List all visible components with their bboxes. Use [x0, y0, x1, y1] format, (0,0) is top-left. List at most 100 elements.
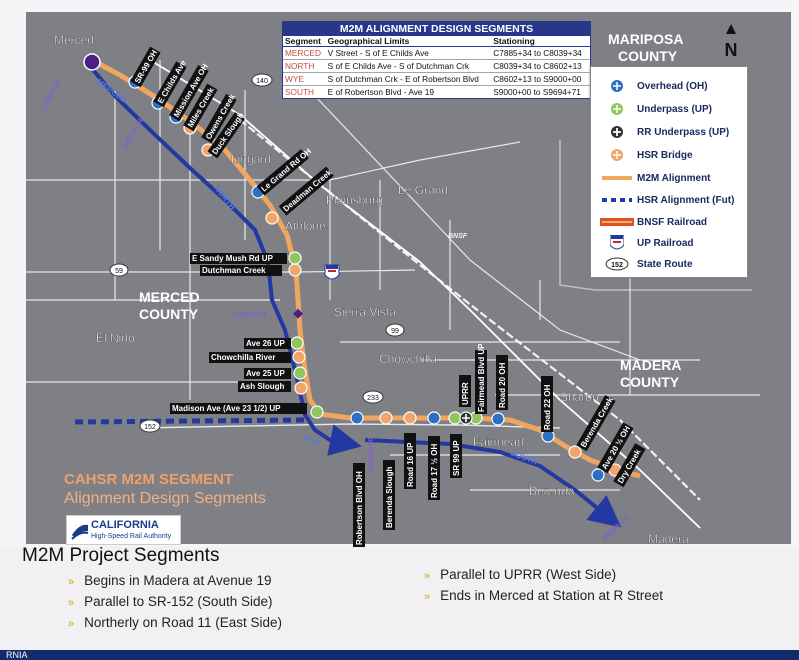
feature-ave-26-up: Ave 26 UP: [246, 339, 286, 348]
route-152-road: [139, 423, 561, 429]
route-233-label: 233: [367, 395, 379, 402]
legend-label: BNSF Railroad: [637, 216, 708, 228]
table-row: NORTH S of E Childs Ave - S of Dutchman …: [283, 59, 590, 73]
logo-bottom-text: High-Speed Rail Authority: [91, 533, 172, 540]
table-row: WYE S of Dutchman Crk - E of Robertson B…: [283, 72, 590, 86]
feature-road-16-up: Road 16 UP: [406, 442, 415, 487]
table-row: SOUTH E of Robertson Blvd - Ave 19 S9000…: [283, 85, 590, 98]
feature-road-17-half-oh: Road 17 ½ OH: [430, 444, 439, 498]
route-99-label: 99: [391, 328, 399, 335]
cahsra-logo: CALIFORNIA High-Speed Rail Authority: [66, 515, 181, 545]
feature-robertson-blvd-oh: Robertson Blvd OH: [355, 471, 364, 545]
legend-label: RR Underpass (UP): [637, 126, 730, 138]
bullet-text: Northerly on Road 11 (East Side): [84, 615, 282, 630]
county-boundary: [559, 140, 752, 291]
feature-dutchman-creek: Dutchman Creek: [202, 266, 266, 275]
table-header-limits: Geographical Limits: [325, 36, 492, 47]
legend-item: HSR Alignment (Fut): [597, 191, 734, 209]
hsr-alignment-north: [86, 62, 362, 456]
bullet-text: Parallel to SR-152 (South Side): [84, 594, 273, 609]
route-59-label: 59: [115, 268, 123, 275]
county-madera-line2: COUNTY: [620, 374, 680, 390]
table-cell-segment: WYE: [283, 72, 326, 86]
bullet-text: Parallel to UPRR (West Side): [440, 567, 617, 582]
station-s9000: S9000+00: [366, 438, 375, 472]
town-sierra-vista: Sierra Vista: [334, 305, 396, 319]
north-letter: N: [725, 40, 738, 60]
map-legend: Overhead (OH) Underpass (UP) RR Underpas…: [590, 66, 748, 278]
bullet-item: »Northerly on Road 11 (East Side): [68, 615, 282, 630]
feature-e-sandy-mush: E Sandy Mush Rd UP: [192, 254, 274, 263]
feature-ash-slough: Ash Slough: [240, 382, 285, 391]
county-madera-line1: MADERA: [620, 357, 681, 373]
bullet-item: »Begins in Madera at Avenue 19: [68, 573, 272, 588]
feature-road-20-oh: Road 20 OH: [498, 362, 507, 408]
legend-item: Underpass (UP): [597, 100, 712, 118]
rr-underpass-marker: [459, 411, 473, 425]
legend-route-badge: 152: [611, 262, 623, 269]
town-lingard: Lingard: [231, 152, 271, 166]
table-cell-limits: E of Robertson Blvd - Ave 19: [325, 85, 492, 98]
town-madera: Madera: [648, 532, 689, 546]
segment-table-grid: Segment Geographical Limits Stationing M…: [283, 36, 590, 98]
legend-item: BNSF Railroad: [597, 213, 707, 231]
footer-bar: RNIA: [0, 650, 799, 660]
up-shield-icon: [610, 235, 624, 250]
legend-label: HSR Bridge: [637, 149, 693, 161]
feature-ave-25-up: Ave 25 UP: [246, 369, 286, 378]
table-cell-limits: V Street - S of E Childs Ave: [325, 46, 492, 60]
route-140-label: 140: [256, 78, 268, 85]
train-logo-icon: [71, 524, 89, 540]
hsr-bridge-icon: [611, 149, 623, 161]
table-row: MERCED V Street - S of E Childs Ave C788…: [283, 46, 590, 60]
legend-item: RR Underpass (UP): [597, 123, 729, 141]
rr-underpass-icon: [611, 126, 623, 138]
town-sharon: Sharon: [560, 390, 599, 404]
table-header-stationing: Stationing: [491, 36, 590, 47]
segment-table-title: M2M ALIGNMENT DESIGN SEGMENTS: [283, 22, 590, 36]
footer-text: RNIA: [6, 650, 28, 660]
county-merced-line2: COUNTY: [139, 306, 199, 322]
bullet-item: »Parallel to UPRR (West Side): [424, 567, 617, 582]
north-arrow: N: [725, 24, 738, 60]
town-merced: Merced: [54, 33, 94, 47]
table-cell-segment: MERCED: [283, 46, 326, 60]
county-mariposa-line2: COUNTY: [618, 48, 678, 64]
legend-label: Overhead (OH): [637, 80, 708, 92]
town-fairmead: Fairmead: [473, 435, 524, 449]
legend-label: State Route: [637, 258, 693, 270]
station-c8602: C8602+13: [232, 310, 267, 319]
hsr-future-alignment: [74, 417, 311, 425]
feature-fairmead-blvd-up: Fairmead Blvd UP: [477, 343, 486, 412]
legend-label: HSR Alignment (Fut): [637, 194, 735, 206]
merced-station: [83, 53, 101, 71]
bullet-text: Ends in Merced at Station at R Street: [440, 588, 663, 603]
town-le-grand: Le Grand: [398, 183, 448, 197]
logo-top-text: CALIFORNIA: [91, 519, 159, 531]
legend-item: 152 State Route: [597, 255, 693, 273]
legend-item: Overhead (OH): [597, 77, 708, 95]
table-cell-stationing: C7885+34 to C8039+34: [491, 46, 590, 60]
table-cell-segment: NORTH: [283, 59, 326, 73]
table-cell-stationing: S9000+00 to S9694+71: [491, 85, 590, 98]
cahsr-title-block: CAHSR M2M SEGMENT Alignment Design Segme…: [64, 470, 266, 508]
overhead-icon: [611, 80, 623, 92]
bullet-text: Begins in Madera at Avenue 19: [84, 573, 272, 588]
county-merced-line1: MERCED: [139, 289, 200, 305]
table-cell-limits: S of E Childs Ave - S of Dutchman Crk: [325, 59, 492, 73]
underpass-icon: [611, 103, 623, 115]
cahsr-title: CAHSR M2M SEGMENT: [64, 471, 234, 488]
table-cell-limits: S of Dutchman Crk - E of Robertson Blvd: [325, 72, 492, 86]
town-athlone: Athlone: [285, 219, 326, 233]
feature-berenda-slough: Berenda Slough: [385, 467, 394, 528]
project-heading: M2M Project Segments: [22, 545, 220, 566]
bullet-item: »Ends in Merced at Station at R Street: [424, 588, 663, 603]
town-el-nido: El Nido: [96, 331, 135, 345]
cahsr-subtitle: Alignment Design Segments: [64, 490, 266, 507]
orange-line-icon: [602, 176, 632, 180]
county-mariposa-line1: MARIPOSA: [608, 31, 683, 47]
legend-label: UP Railroad: [637, 237, 694, 249]
route-shields: 140 59 99 233 152: [109, 73, 405, 433]
feature-road-22-oh: Road 22 OH: [543, 384, 552, 430]
